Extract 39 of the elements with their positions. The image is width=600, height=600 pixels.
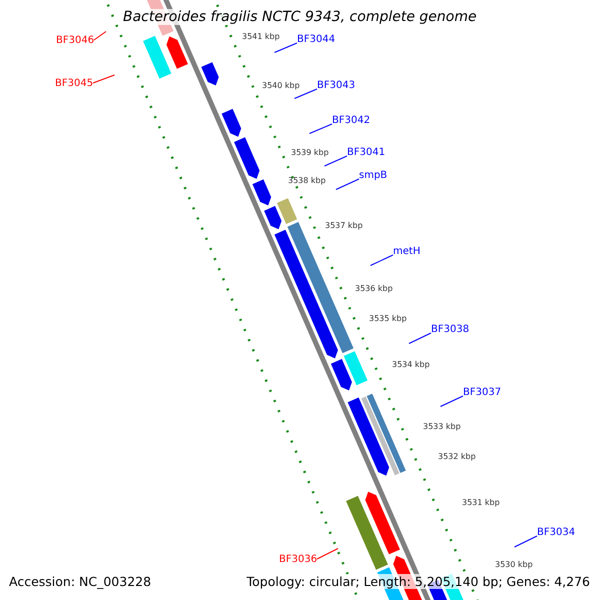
scale-label: 3534 kbp: [392, 360, 430, 369]
gene-label: BF3044: [297, 34, 336, 45]
scale-label: 3531 kbp: [462, 498, 500, 507]
info-text: Accession: NC_003228: [9, 574, 152, 589]
leader-line: [309, 124, 332, 134]
leader-line: [440, 396, 464, 407]
scale-label: 3533 kbp: [423, 422, 461, 431]
scale-label: 3541 kbp: [242, 32, 280, 41]
scale-label: 3532 kbp: [438, 452, 476, 461]
scale-label: 3539 kbp: [291, 148, 329, 157]
scale-label: 3530 kbp: [495, 560, 533, 569]
leader-line: [324, 156, 348, 166]
leader-line: [92, 74, 115, 84]
scale-label: 3536 kbp: [355, 284, 393, 293]
scale-label: 3538 kbp: [288, 176, 326, 185]
gene-label: BF3041: [347, 147, 386, 158]
leader-line: [316, 548, 338, 560]
gene-label: smpB: [359, 170, 388, 181]
gene-label: BF3037: [463, 387, 502, 398]
scale-label: 3540 kbp: [262, 81, 300, 90]
gene-label: BF3043: [317, 80, 356, 91]
leader-line: [274, 42, 298, 53]
leader-line: [336, 178, 360, 190]
leader-line: [514, 536, 538, 548]
scale-label: 3535 kbp: [369, 314, 407, 323]
gene-label: BF3042: [332, 115, 370, 126]
leader-line: [294, 88, 318, 99]
info-text: Topology: circular; Length: 5,205,140 bp; Genes: 4,276: [246, 574, 590, 589]
gene-label: BF3036: [279, 554, 318, 564]
gene-label: BF3046: [56, 34, 94, 46]
gene-label: BF3034: [537, 527, 576, 538]
gene-label: BF3038: [431, 324, 470, 335]
leader-line: [408, 332, 432, 344]
leader-line: [94, 31, 106, 40]
leader-line: [370, 254, 394, 266]
title: Bacteroides fragilis NCTC 9343, complete genome: [123, 9, 477, 25]
gene-label: BF3045: [55, 78, 94, 88]
gene-label: metH: [393, 246, 420, 257]
scale-label: 3537 kbp: [325, 221, 363, 230]
